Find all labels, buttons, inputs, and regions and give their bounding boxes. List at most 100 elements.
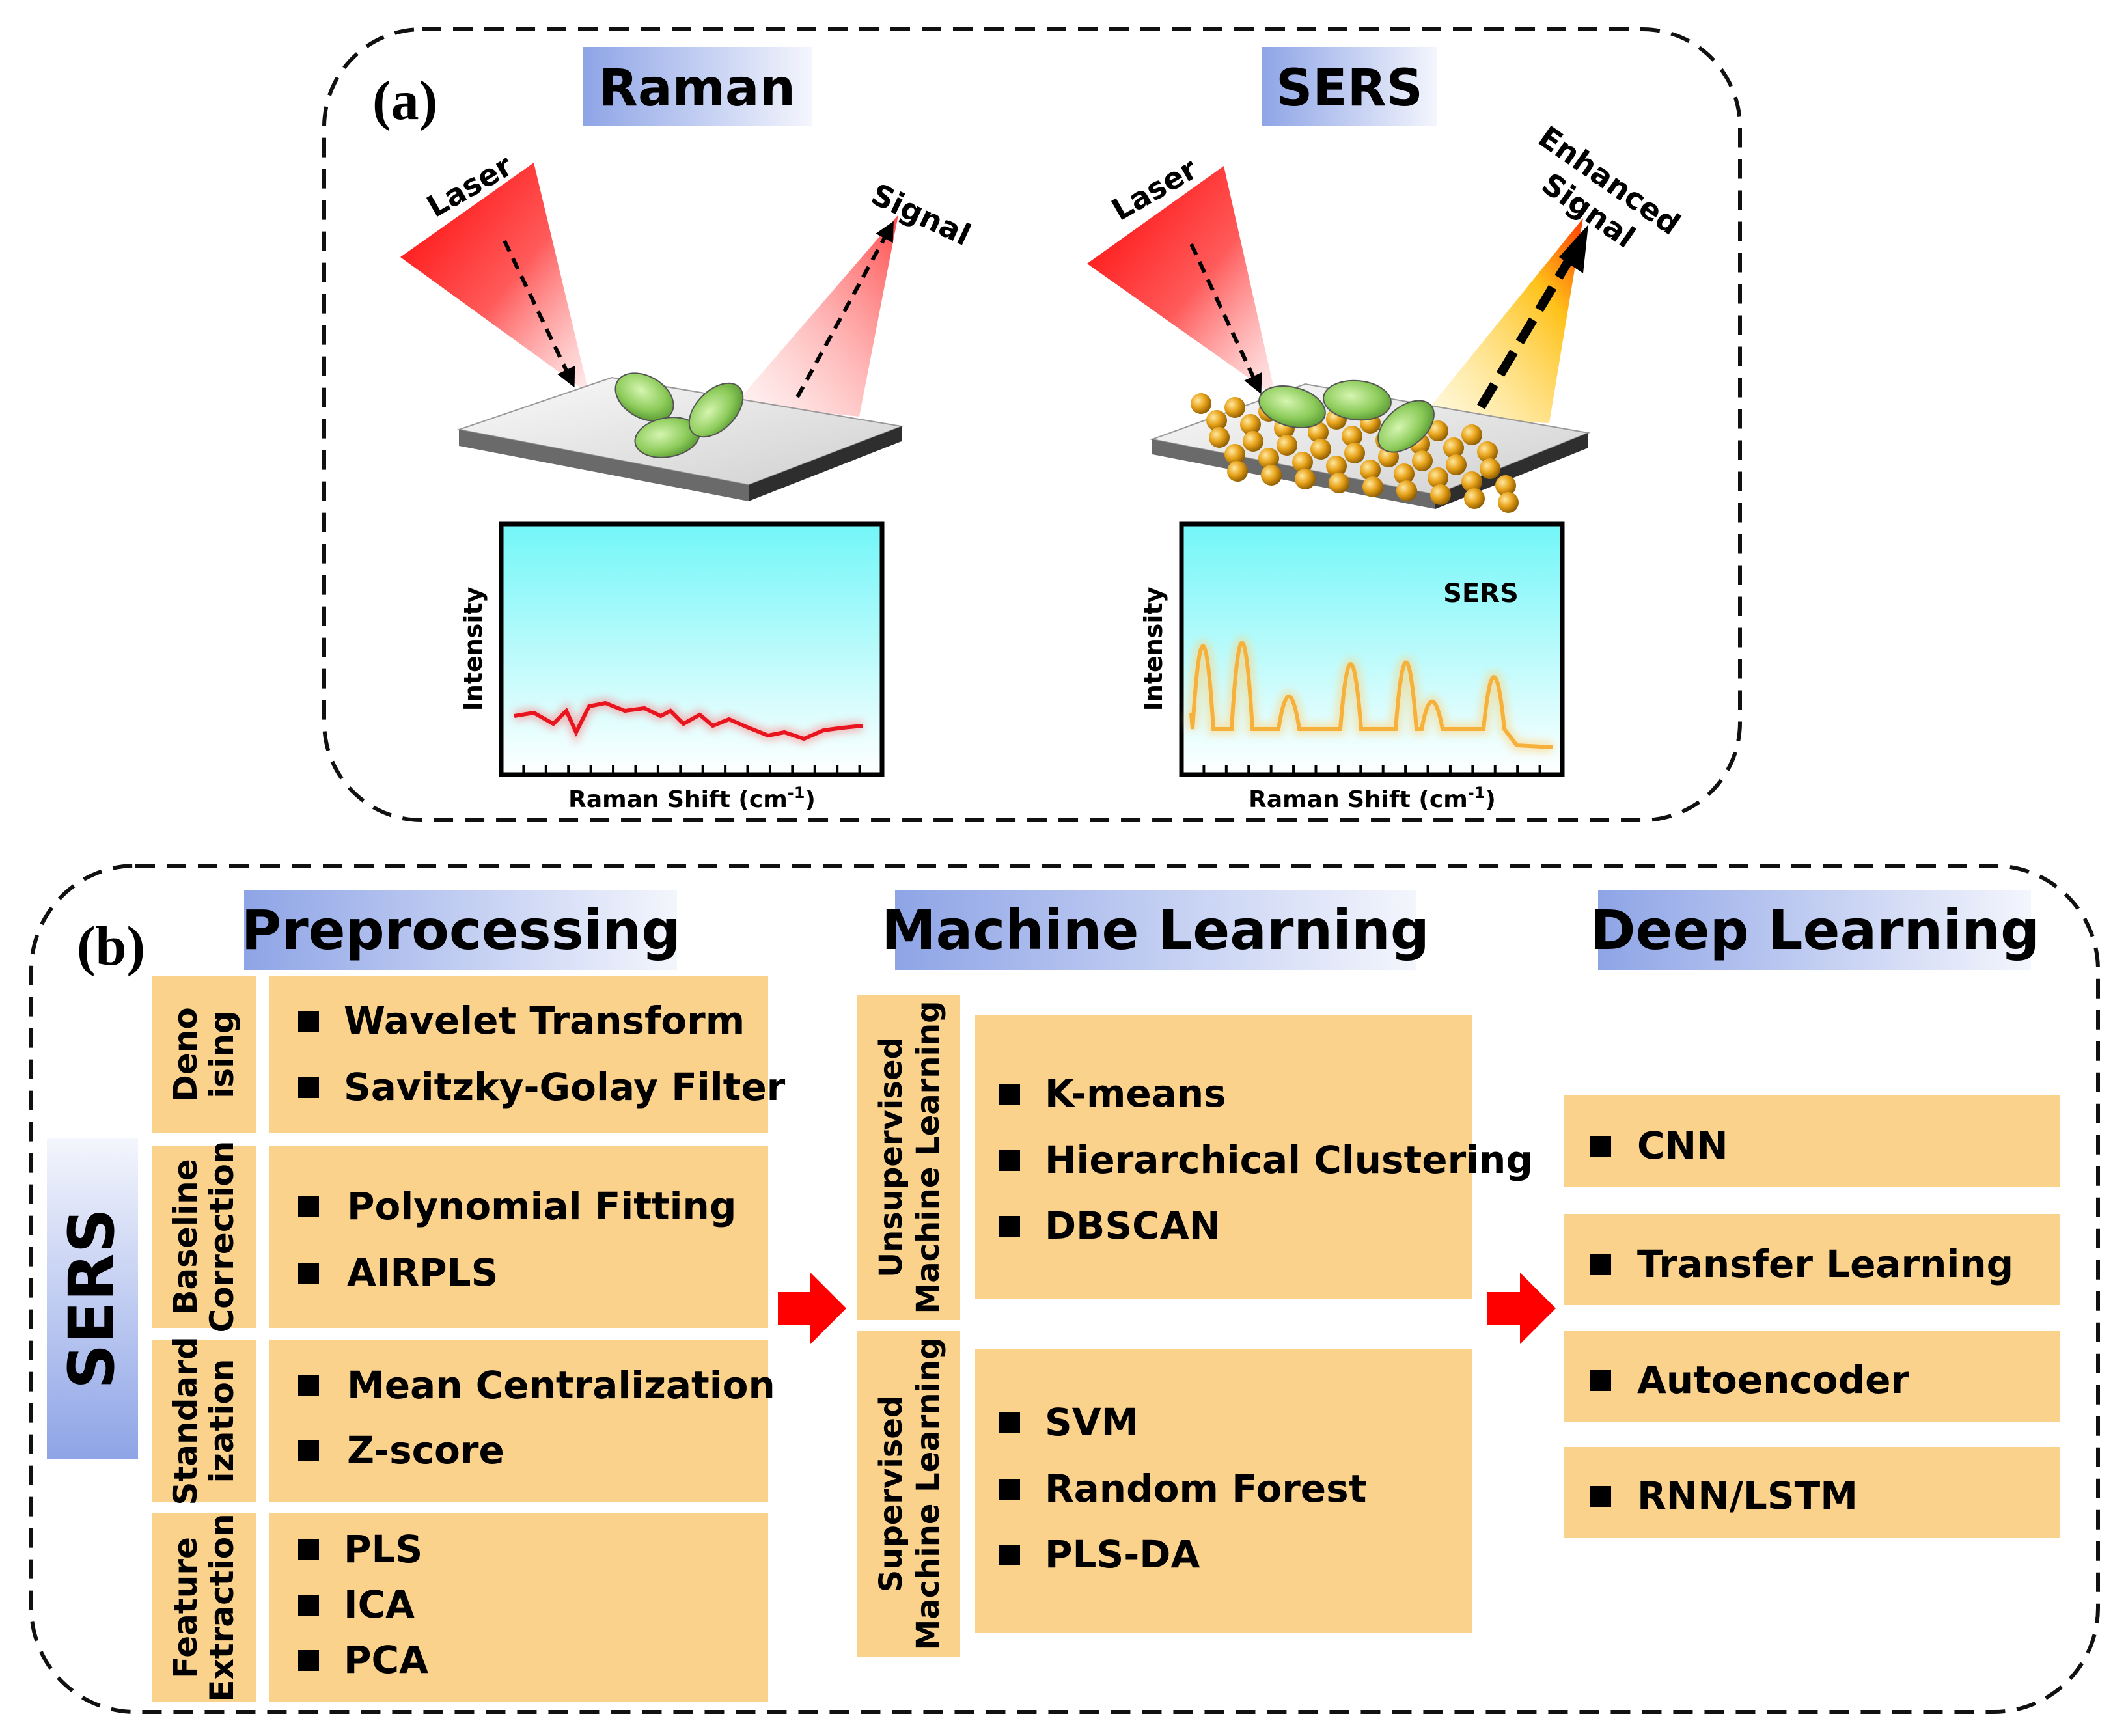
panel-b-border [29, 864, 2100, 1714]
bullet-icon [298, 1595, 319, 1616]
category-label-line2: Machine Learning [910, 1337, 946, 1650]
sers-signal-arrowhead [1559, 225, 1588, 273]
gold-nanoparticle [1342, 426, 1362, 447]
gold-nanoparticle [1243, 431, 1263, 452]
gold-nanoparticle [1224, 444, 1245, 465]
bullet-icon [1590, 1136, 1611, 1157]
bacterium [1377, 400, 1435, 453]
raman-spectrum-plot: Intensity Raman Shift (cm-1) [459, 521, 885, 813]
raman-substrate-front [459, 430, 749, 501]
dl-item-box [1564, 1095, 2060, 1187]
gold-nanoparticle [1329, 473, 1349, 493]
category-box [152, 1146, 256, 1328]
items-box [269, 1513, 768, 1702]
panel-b: (b) SERS Preprocessing Machine Learning … [29, 864, 2100, 1714]
raman-substrate-side [749, 426, 902, 501]
sers-signal-cone [1422, 218, 1583, 423]
preprocessing-title: Preprocessing [242, 898, 681, 962]
gold-nanoparticle [1428, 420, 1448, 441]
dl-item-box [1564, 1214, 2060, 1305]
list-item: Autoencoder [1637, 1358, 1909, 1402]
sers-trace [1189, 641, 1553, 749]
category-label-line1: Feature [167, 1537, 204, 1679]
bullet-icon [999, 1545, 1020, 1565]
bacterium [614, 372, 674, 422]
bullet-icon [1590, 1254, 1611, 1275]
list-item: AIRPLS [347, 1250, 498, 1295]
list-item: PCA [344, 1638, 428, 1682]
panel-a-label: (a) [372, 69, 437, 131]
list-item: SVM [1045, 1400, 1139, 1444]
gold-nanoparticle [1446, 454, 1467, 475]
gold-nanoparticle [1277, 435, 1297, 456]
gold-nanoparticle [1191, 393, 1211, 414]
preprocessing-group-feature-extraction: Feature Extraction PLS ICA PCA [152, 1513, 768, 1702]
bullet-icon [298, 1011, 319, 1032]
gold-nanoparticle [1480, 458, 1500, 479]
list-item: Z-score [347, 1428, 504, 1472]
machine-learning-title-box [895, 890, 1416, 970]
gold-nanoparticle [1240, 414, 1261, 435]
list-item: ICA [344, 1582, 415, 1627]
deep-learning-title: Deep Learning [1590, 898, 2039, 962]
gold-nanoparticle [1224, 397, 1245, 418]
preprocessing-group-denoising: Deno ising Wavelet Transform Savitzky-Go… [152, 976, 786, 1133]
bullet-icon [298, 1539, 319, 1560]
category-label-line2: ising [203, 1010, 241, 1098]
bullet-icon [298, 1263, 319, 1284]
sers-y-axis-label: Intensity [1139, 586, 1168, 711]
list-item: PLS [344, 1527, 422, 1571]
deep-learning-title-box [1598, 890, 2031, 970]
bacterium [1323, 379, 1392, 421]
raman-x-axis-label: Raman Shift (cm-1) [568, 784, 816, 813]
category-box [857, 995, 960, 1320]
sers-x-axis-label: Raman Shift (cm-1) [1249, 784, 1496, 813]
gold-nanoparticle [1326, 456, 1347, 476]
flow-arrow-1 [778, 1273, 846, 1344]
sers-spectrum-plot: SERS Intensity Raman Shift (cm-1) [1139, 521, 1565, 813]
preprocessing-group-standardization: Standard ization Mean Centralization Z-s… [152, 1336, 775, 1506]
sers-laser-arrow [1189, 243, 1262, 394]
gold-nanoparticle [1360, 460, 1381, 480]
gold-nanoparticle [1477, 441, 1498, 462]
raman-x-ticks [522, 765, 861, 773]
sers-column: SERS Laser Enhanced Signal [1087, 47, 1687, 813]
bullet-icon [999, 1412, 1020, 1433]
gold-nanoparticle [1443, 437, 1464, 458]
raman-bacteria [614, 372, 744, 458]
gold-nanoparticle [1258, 448, 1279, 469]
machine-learning-title: Machine Learning [881, 898, 1429, 962]
category-label-line1: Baseline [167, 1159, 204, 1314]
bullet-icon [298, 1375, 319, 1396]
bullet-icon [999, 1479, 1020, 1500]
list-item: Hierarchical Clustering [1045, 1138, 1533, 1182]
panel-a-border [322, 27, 1742, 822]
sers-title-box [1262, 47, 1437, 126]
dl-item-box [1564, 1331, 2060, 1422]
raman-plot-frame [499, 521, 885, 777]
items-box [975, 1015, 1472, 1299]
gold-nanoparticle [1295, 469, 1316, 489]
bullet-icon [999, 1150, 1020, 1171]
bullet-icon [298, 1196, 319, 1217]
bullet-icon [999, 1216, 1020, 1237]
items-box [269, 1340, 768, 1502]
category-box [857, 1331, 960, 1657]
list-item: PLS-DA [1045, 1532, 1200, 1577]
category-label-line2: Correction [203, 1141, 241, 1333]
bullet-icon [298, 1440, 319, 1461]
gold-nanoparticle [1362, 476, 1383, 497]
gold-nanoparticle [1292, 452, 1313, 473]
gold-nanoparticle [1227, 461, 1248, 482]
sers-side-label: SERS [55, 1208, 128, 1389]
list-item: Wavelet Transform [344, 999, 745, 1043]
gold-nanoparticle [1308, 422, 1329, 443]
gold-nanoparticle [1464, 488, 1485, 509]
sers-side-label-box [47, 1138, 138, 1459]
sers-title: SERS [1276, 59, 1423, 118]
bullet-icon [1590, 1370, 1611, 1391]
flow-arrow-2 [1487, 1273, 1556, 1344]
items-box [269, 976, 768, 1133]
sers-x-ticks [1202, 765, 1541, 773]
